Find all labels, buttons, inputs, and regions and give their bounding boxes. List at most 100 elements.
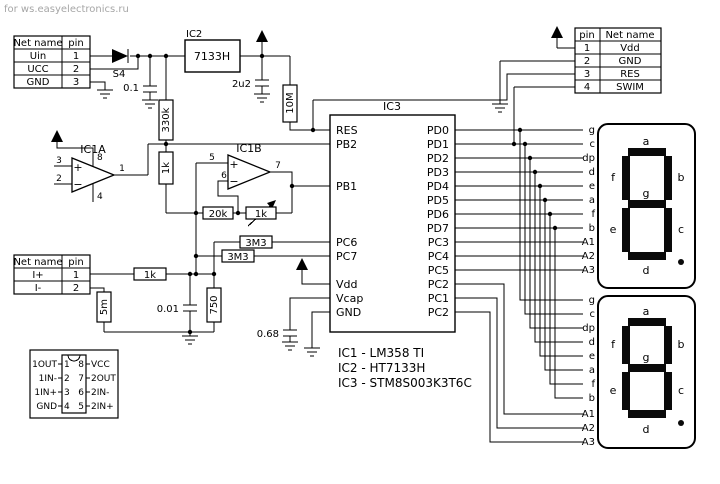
table-cell: I+ [32,270,43,281]
legend: IC1 - LM358 TI IC2 - HT7133H IC3 - STM8S… [338,346,472,390]
pin-number: 3 [56,156,62,166]
ic3-pin: PD1 [427,138,449,151]
segment-letter: a [643,305,650,318]
table-cell: 1 [73,270,79,281]
table-cell: 1 [584,43,590,54]
ic2-regulator: IC2 7133H [184,29,241,73]
resistor-value: 5m [99,299,110,315]
seg-net-label: c [590,309,596,320]
table-cell: GND [27,77,50,88]
addr-net-label: A3 [582,265,595,276]
resistor-value: 750 [209,295,220,314]
table-cell: I- [35,283,42,294]
pin-number: 1 [119,164,125,174]
dip-pin-name: GND [36,402,57,412]
dip-pin-name: 1OUT [32,360,57,370]
table-header: Net name [605,30,654,41]
segment-letter: e [610,384,617,397]
pin-number: 5 [209,153,215,163]
segment-letter: d [643,423,650,436]
ground-symbols [97,89,508,357]
cap-value: 2u2 [232,79,251,90]
ic3-pin: Vcap [336,292,363,305]
cap-value: 0.68 [257,329,279,340]
decimal-point [678,259,684,265]
seg-net-label: dp [582,323,595,334]
dip8-pinout: 1OUT 1IN- 1IN+ GND 1 2 3 4 8 7 6 5 VCC 2… [29,349,119,419]
resistor-value: 1k [161,162,172,174]
ic3-pin: PB1 [336,180,357,193]
ic3-pin: PC6 [336,236,357,249]
seg-net-label: g [589,295,595,306]
segment-letter: g [643,187,650,200]
segment-letter: f [611,171,616,184]
pin-number: 7 [275,161,281,171]
swim-net-table: pin Net name 1 Vdd 2 GND 3 RES 4 SWIM [574,27,662,94]
pot-arrow-icon [267,200,276,209]
dip-pin-number: 8 [78,360,84,370]
table-cell: UCC [27,64,48,75]
wires [54,38,583,443]
ic1a-ref: IC1A [80,143,106,156]
resistors: 330k 10M 1k 20k 1k 3M3 3M3 1k 5m 750 [96,84,298,323]
table-cell: Uin [30,51,46,62]
display2-wire-labels: g c dp d e a f b A1 A2 A3 [582,295,596,448]
diode-label: S4 [113,69,126,80]
table-cell: 4 [584,82,590,93]
ic3-pin: Vdd [336,278,358,291]
seg-net-label: d [589,167,595,178]
pin-number: 2 [56,174,62,184]
addr-net-label: A3 [582,437,595,448]
seg-net-label: b [589,393,595,404]
segment-letter: c [678,384,684,397]
ic3-pin: PD6 [427,208,449,221]
seg-net-label: dp [582,153,595,164]
seg-net-label: f [591,209,595,220]
table-cell: 3 [73,77,79,88]
legend-line: IC1 - LM358 TI [338,346,424,360]
display1-wire-labels: g c dp d e a f b A1 A2 A3 [582,125,596,276]
resistor-value: 10M [285,92,296,113]
table-cell: GND [619,56,642,67]
pin-number: 8 [97,153,103,163]
ic3-pin: PD4 [427,180,449,193]
cap-value: 0.1 [123,83,139,94]
ic2-value: 7133H [194,50,230,63]
table-cell: 1 [73,51,79,62]
potentiometer-value: 1k [255,209,267,220]
table-header: Net name [13,38,62,49]
addr-net-label: A1 [582,237,595,248]
dip-pin-number: 3 [64,388,70,398]
seg-net-label: e [589,181,595,192]
ic3-pin: PB2 [336,138,357,151]
segment-letter: a [643,135,650,148]
ic3-pin: PD7 [427,222,449,235]
table-cell: 3 [584,69,590,80]
dip-pin-name: 2OUT [91,374,116,384]
seg-net-label: a [589,195,595,206]
ic3-pin: PD0 [427,124,449,137]
dip-pin-name: 1IN- [39,374,57,384]
capacitor-labels: 0.1 2u2 0.01 0.68 [123,79,279,340]
dip-pin-number: 7 [78,374,84,384]
segment-letter: b [678,171,685,184]
ic3-pin: PD2 [427,152,449,165]
ic3-ref: IC3 [383,100,401,113]
table-header: pin [68,38,83,49]
seg-net-label: a [589,365,595,376]
dip-pin-number: 6 [78,388,84,398]
ic3-pin: PC3 [428,236,449,249]
seg-net-label: b [589,223,595,234]
dip-pin-number: 1 [64,360,70,370]
seg-net-label: g [589,125,595,136]
dip-pin-number: 5 [78,402,84,412]
seven-segment-display-2: a f b g e c d [597,295,696,449]
ic3-pin: GND [336,306,361,319]
ic3-pin: PC1 [428,292,449,305]
pin-number: 6 [221,171,227,181]
ic3-pin: PD3 [427,166,449,179]
seg-net-label: d [589,337,595,348]
plus-input-sign: + [229,158,238,171]
legend-line: IC2 - HT7133H [338,361,425,375]
